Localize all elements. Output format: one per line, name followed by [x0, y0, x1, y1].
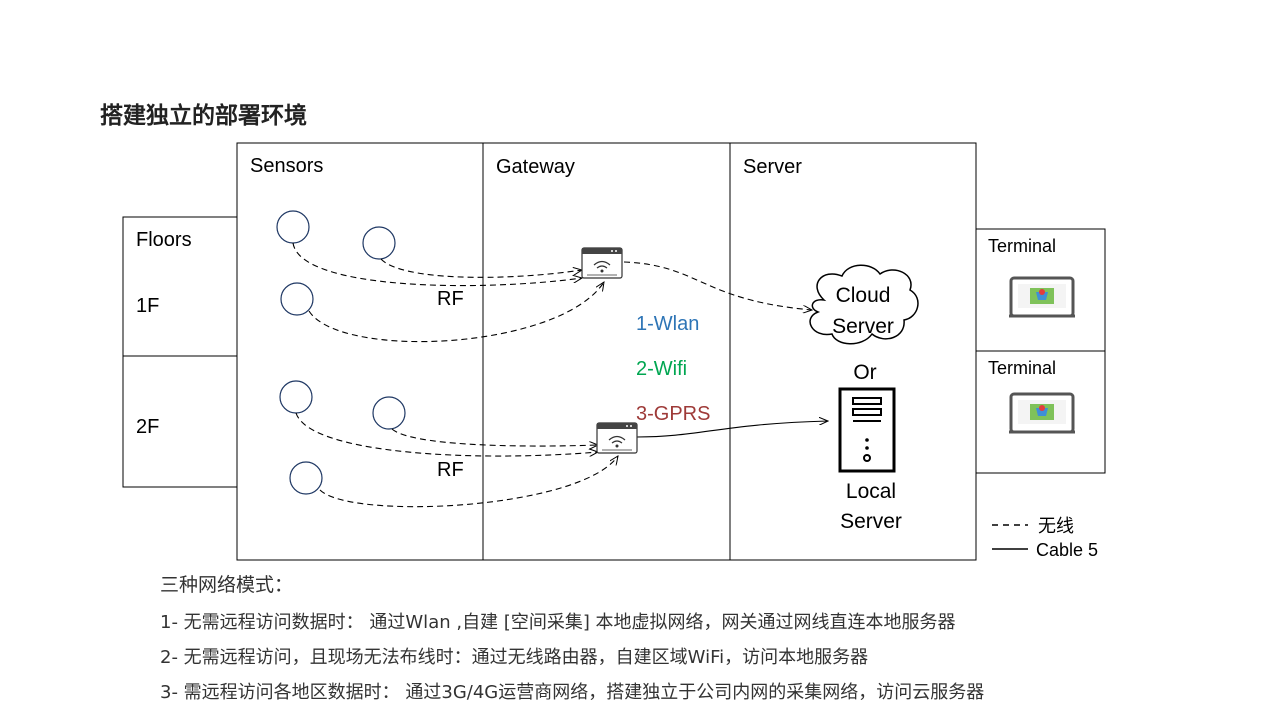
- rf-link: [308, 282, 604, 343]
- sensor-node: [279, 380, 313, 414]
- gateway-header: Gateway: [496, 156, 575, 178]
- laptop-map-icon: [1009, 276, 1075, 318]
- legend-cable: Cable 5: [1036, 540, 1098, 560]
- sensor-node: [362, 226, 396, 260]
- wireless-uplink: [623, 261, 812, 310]
- local-server-line1: Local: [846, 480, 896, 503]
- note-item: 2- 无需远程访问，且现场无法布线时：通过无线路由器，自建区域WiFi，访问本地…: [160, 647, 869, 668]
- floor-2f: 2F: [136, 416, 159, 438]
- rf-link: [391, 428, 598, 446]
- rf-link: [292, 242, 582, 287]
- page-title: 搭建独立的部署环境: [100, 103, 307, 129]
- cloud-icon: [809, 264, 919, 345]
- rf-label-1: RF: [437, 288, 464, 310]
- floors-box: [122, 216, 238, 488]
- router-icon: [596, 422, 638, 454]
- rf-link: [319, 456, 618, 508]
- sensor-node: [289, 461, 323, 495]
- laptop-map-icon: [1009, 392, 1075, 434]
- terminal-label-1: Terminal: [988, 236, 1056, 256]
- terminal-box-2: [975, 350, 1106, 474]
- notes-section: 三种网络模式： 1- 无需远程访问数据时： 通过Wlan ,自建 [空间采集] …: [160, 570, 984, 713]
- mode-gprs-label: 3-GPRS: [636, 403, 710, 425]
- rf-link: [380, 258, 582, 278]
- notes-heading: 三种网络模式：: [160, 574, 294, 596]
- local-server-line2: Server: [840, 510, 902, 533]
- sensor-node: [280, 282, 314, 316]
- note-item: 3- 需远程访问各地区数据时： 通过3G/4G运营商网络，搭建独立于公司内网的采…: [160, 682, 985, 703]
- floor-1f: 1F: [136, 295, 159, 317]
- note-item: 1- 无需远程访问数据时： 通过Wlan ,自建 [空间采集] 本地虚拟网络，网…: [160, 612, 956, 633]
- legend-wireless: 无线: [1038, 516, 1074, 536]
- cloud-server-line2: Server: [832, 315, 894, 338]
- sensor-node: [276, 210, 310, 244]
- rf-link: [295, 412, 598, 456]
- floors-header: Floors: [136, 229, 192, 251]
- sensor-node: [372, 396, 406, 430]
- cable-link: [636, 421, 828, 438]
- sensors-header: Sensors: [250, 155, 323, 177]
- server-icon: [838, 387, 896, 473]
- rf-label-2: RF: [437, 459, 464, 481]
- terminal-label-2: Terminal: [988, 358, 1056, 378]
- mode-wifi-label: 2-Wifi: [636, 358, 687, 380]
- cloud-server-line1: Cloud: [836, 284, 891, 307]
- legend: 无线 Cable 5: [992, 516, 1098, 560]
- router-icon: [581, 247, 623, 279]
- or-label: Or: [853, 361, 876, 384]
- mode-wlan-label: 1-Wlan: [636, 313, 699, 335]
- server-header: Server: [743, 156, 802, 178]
